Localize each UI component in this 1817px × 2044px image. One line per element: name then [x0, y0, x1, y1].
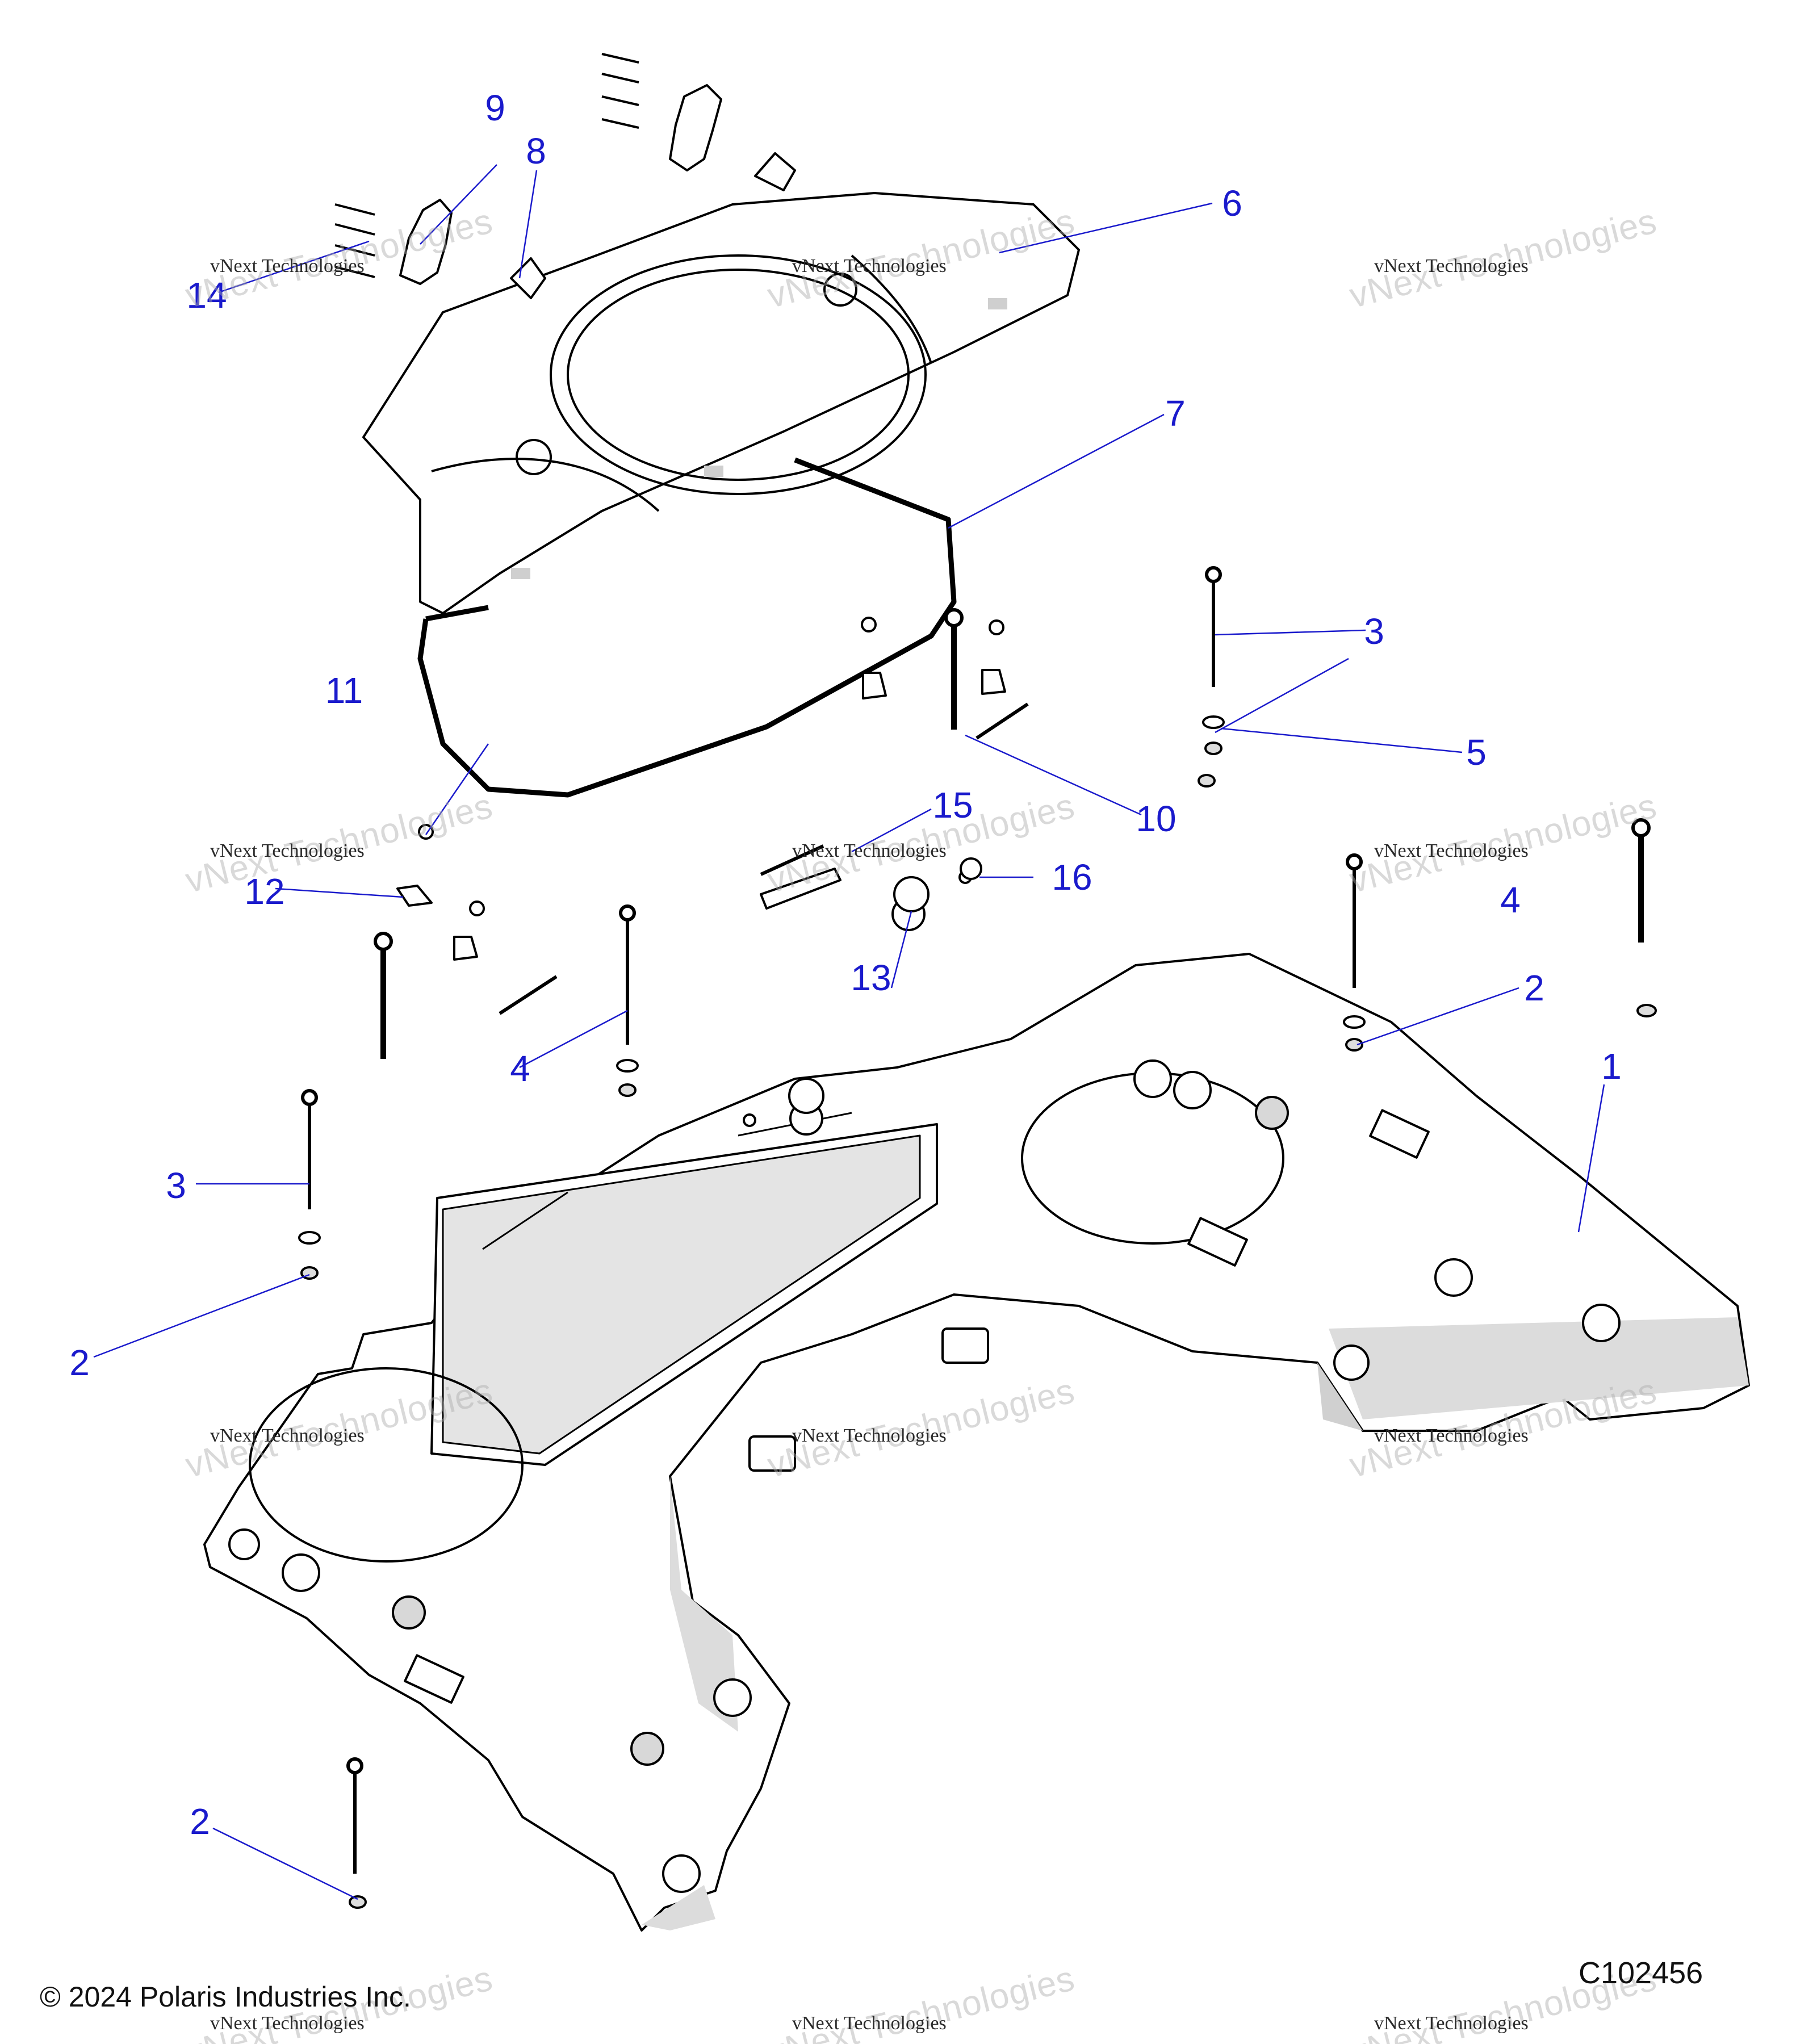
callout-8: 8	[526, 131, 546, 171]
watermark-small-text: vNext Technologies	[1374, 1425, 1529, 1446]
callout-14: 14	[186, 275, 227, 316]
bolts	[301, 566, 1651, 1874]
watermark-small-text: vNext Technologies	[1374, 2013, 1529, 2034]
figure-id: C102456	[1579, 1956, 1703, 1990]
watermark: vNext Technologies vNext Technologies	[764, 786, 1079, 900]
grommets-and-pins	[760, 857, 982, 1114]
watermark: vNext Technologies vNext Technologies	[182, 202, 497, 316]
watermark: vNext Technologies vNext Technologies	[764, 1959, 1079, 2044]
callout-13: 13	[851, 957, 891, 998]
watermark: vNext Technologies vNext Technologies	[182, 1371, 497, 1485]
watermark-small-text: vNext Technologies	[792, 1425, 947, 1446]
copyright-notice: © 2024 Polaris Industries Inc.	[40, 1981, 411, 2013]
watermark-small-text: vNext Technologies	[210, 1425, 365, 1446]
callout-1: 1	[1601, 1046, 1622, 1087]
watermark-small-text: vNext Technologies	[792, 840, 947, 861]
callout-5: 5	[1466, 732, 1487, 773]
watermark: vNext Technologies vNext Technologies	[764, 202, 1079, 316]
callout-10: 10	[1136, 798, 1177, 839]
callout-16: 16	[1052, 857, 1092, 898]
callout-15: 15	[932, 785, 973, 826]
rack-top-cover	[362, 192, 1080, 614]
watermark-small-text: vNext Technologies	[792, 2013, 947, 2034]
watermark: vNext Technologies vNext Technologies	[764, 1371, 1079, 1485]
rack-rail	[417, 457, 957, 798]
callout-6: 6	[1222, 183, 1242, 224]
watermark-small-text: vNext Technologies	[210, 2013, 365, 2034]
callout-3a: 3	[1364, 611, 1384, 652]
callout-2b: 2	[69, 1342, 90, 1383]
callout-9: 9	[485, 87, 505, 128]
callout-7: 7	[1165, 393, 1186, 434]
callout-2a: 2	[1524, 967, 1544, 1008]
leader-lines	[93, 164, 1605, 1900]
nuts-and-washers	[298, 152, 1657, 1909]
latch-assemblies	[334, 53, 722, 285]
callout-12: 12	[244, 871, 285, 912]
watermark: vNext Technologies vNext Technologies	[1346, 786, 1661, 900]
watermark: vNext Technologies vNext Technologies	[1346, 1959, 1661, 2044]
callout-3b: 3	[166, 1165, 186, 1206]
watermark-small-text: vNext Technologies	[210, 256, 365, 277]
watermark: vNext Technologies vNext Technologies	[182, 786, 497, 900]
watermark-small-text: vNext Technologies	[1374, 256, 1529, 277]
watermark-small-text: vNext Technologies	[210, 840, 365, 861]
callout-4a: 4	[1500, 879, 1521, 920]
callout-4b: 4	[510, 1048, 530, 1089]
watermark: vNext Technologies vNext Technologies	[1346, 1371, 1661, 1485]
rack-base	[203, 953, 1750, 1932]
watermark-small-text: vNext Technologies	[792, 256, 947, 277]
watermark-small-text: vNext Technologies	[1374, 840, 1529, 861]
callout-2c: 2	[190, 1801, 210, 1842]
callout-11: 11	[325, 670, 363, 711]
watermark: vNext Technologies vNext Technologies	[182, 1959, 497, 2044]
watermark: vNext Technologies vNext Technologies	[1346, 202, 1661, 316]
